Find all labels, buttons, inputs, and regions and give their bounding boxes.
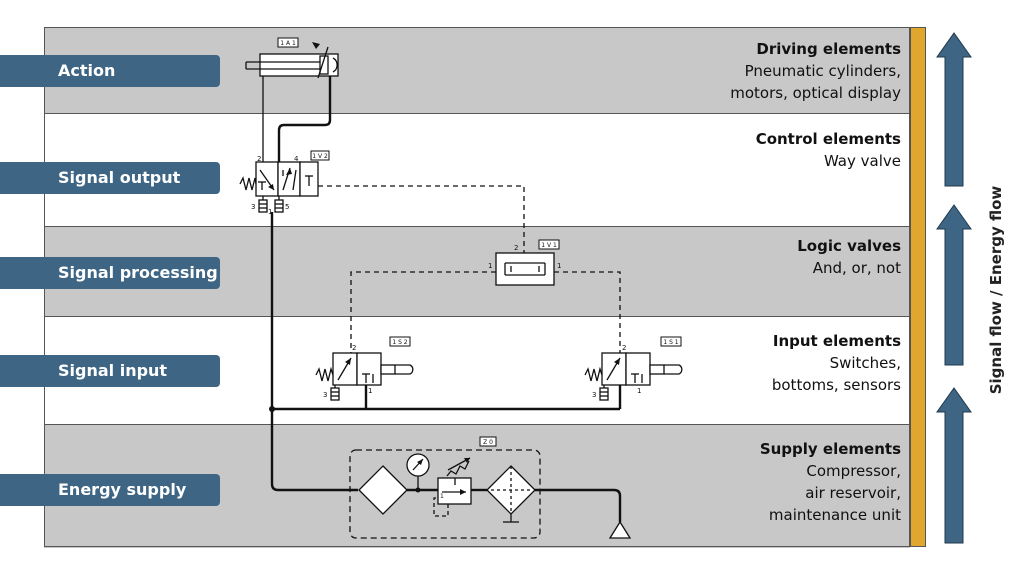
port-5-label: 5 [285, 203, 289, 211]
lubricator-symbol [486, 465, 536, 523]
tag-energy-supply: Energy supply [0, 474, 220, 506]
input-left-port-2-label: 2 [352, 344, 356, 352]
desc-signal-processing-title: Logic valves [797, 237, 901, 255]
flow-arrow-top [936, 32, 972, 187]
pressure-gauge [406, 453, 430, 493]
input-valve-right: 1 S 1 2 3 1 [584, 336, 683, 401]
desc-signal-output-title: Control elements [755, 130, 901, 148]
filter-symbol [358, 465, 408, 515]
desc-action: Driving elements Pneumatic cylinders, mo… [730, 38, 901, 104]
port-3-label: 3 [251, 203, 255, 211]
desc-signal-input: Input elements Switches, bottoms, sensor… [772, 330, 901, 396]
junction-node [269, 406, 275, 412]
input-valve-right-id-label: 1 S 1 [663, 339, 678, 346]
logic-port-1-right-label: 1 [557, 262, 561, 270]
desc-energy-supply: Supply elements Compressor, air reservoi… [760, 438, 901, 526]
input-right-port-2-label: 2 [622, 344, 626, 352]
desc-signal-output: Control elements Way valve [756, 128, 901, 172]
supply-lines [270, 212, 622, 522]
port-4-label: 4 [294, 155, 299, 163]
pneumatic-cylinder: 1 A 1 [245, 37, 339, 79]
port-2-label: 2 [257, 155, 261, 163]
pilot-lines [318, 185, 621, 353]
desc-signal-input-line-1: Switches, [829, 354, 901, 372]
logic-port-2-label: 2 [514, 244, 518, 252]
input-valve-left: 1 S 2 2 3 1 [315, 336, 414, 401]
input-right-port-1-label: 1 [637, 387, 641, 395]
regulator-port-label: 1 [440, 493, 444, 500]
cylinder-id-label: 1 A 1 [280, 40, 296, 47]
input-left-port-1-label: 1 [368, 387, 372, 395]
pressure-regulator: 1 [433, 457, 472, 517]
tag-action: Action [0, 55, 220, 87]
desc-energy-supply-line-1: Compressor, [806, 462, 901, 480]
desc-action-title: Driving elements [756, 40, 901, 58]
way-valve-id-label: 1 V 2 [312, 153, 328, 160]
accent-bar [910, 27, 926, 547]
supply-unit: Z 0 [349, 436, 541, 539]
desc-signal-processing: Logic valves And, or, not [797, 235, 901, 279]
way-valve: 1 V 2 2 4 3 1 5 [239, 150, 330, 216]
input-right-port-3-label: 3 [592, 391, 596, 399]
port-1-label: 1 [268, 208, 272, 216]
desc-energy-supply-line-2: air reservoir, [805, 484, 901, 502]
flow-arrow-bottom [936, 387, 972, 544]
desc-signal-input-line-2: bottoms, sensors [771, 376, 901, 394]
tag-signal-input: Signal input [0, 355, 220, 387]
flow-arrow-middle [936, 204, 972, 366]
working-lines [262, 76, 332, 162]
supply-unit-id-label: Z 0 [483, 439, 493, 446]
desc-energy-supply-title: Supply elements [759, 440, 901, 458]
pressure-source-icon [608, 520, 632, 539]
desc-action-line-1: Pneumatic cylinders, [744, 62, 901, 80]
tag-signal-processing: Signal processing [0, 257, 220, 289]
logic-port-1-left-label: 1 [488, 262, 492, 270]
logic-valve: 1 V 1 2 1 1 [488, 239, 561, 286]
desc-signal-input-title: Input elements [772, 332, 901, 350]
input-left-port-3-label: 3 [323, 391, 327, 399]
tag-signal-output: Signal output [0, 162, 220, 194]
desc-signal-output-line-1: Way valve [823, 152, 901, 170]
input-valve-left-id-label: 1 S 2 [392, 339, 407, 346]
desc-energy-supply-line-3: maintenance unit [768, 506, 901, 524]
desc-action-line-2: motors, optical display [730, 84, 901, 102]
desc-signal-processing-line-1: And, or, not [812, 259, 901, 277]
logic-valve-id-label: 1 V 1 [541, 242, 557, 249]
